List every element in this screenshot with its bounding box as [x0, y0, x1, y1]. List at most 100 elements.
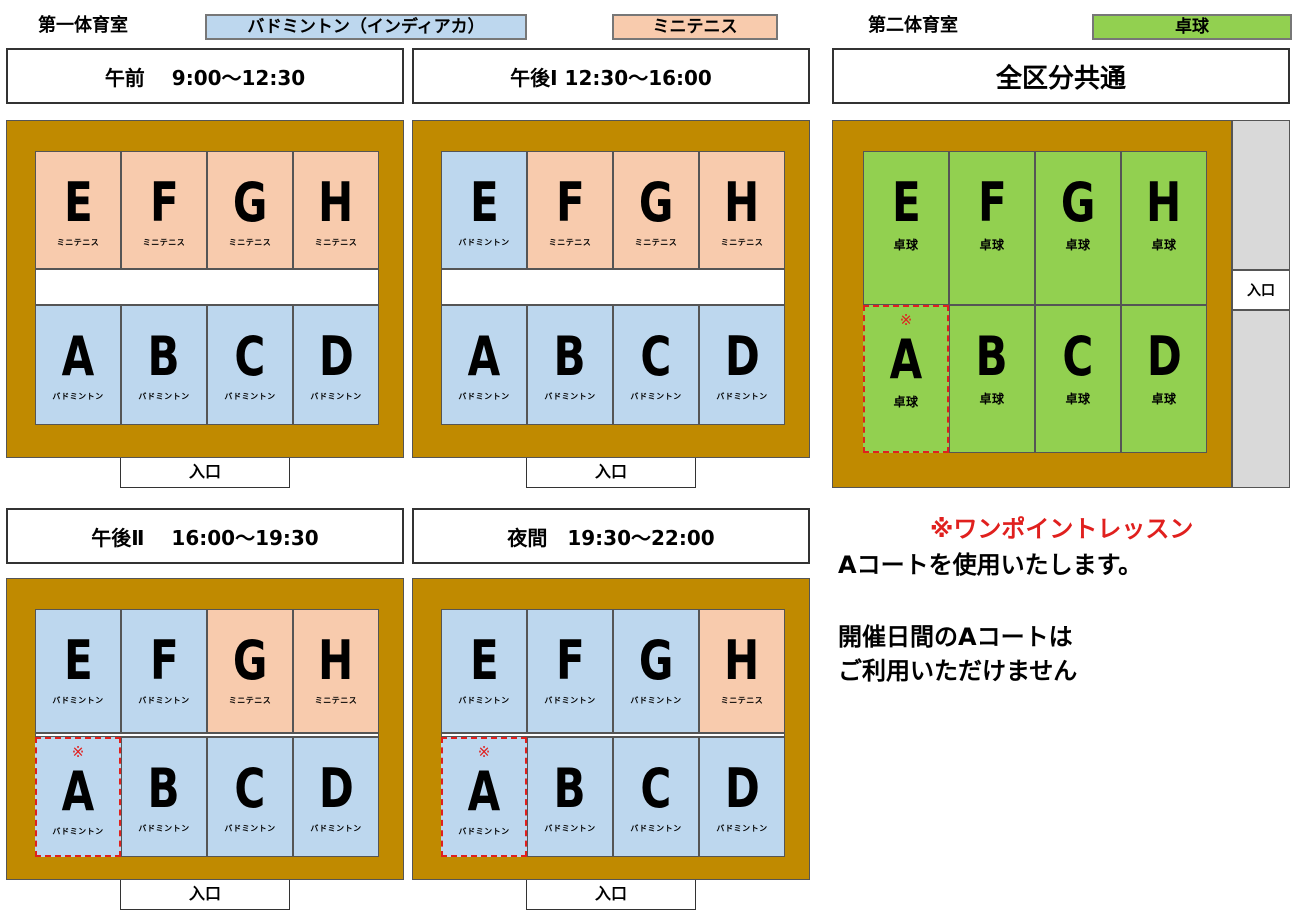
court-letter: F: [555, 171, 585, 234]
entrance-afternoon1: 入口: [526, 458, 696, 488]
court-letter: E: [63, 629, 93, 692]
court-letter: E: [891, 171, 921, 234]
court-c: C バドミントン: [207, 305, 293, 425]
court-letter: B: [975, 325, 1009, 388]
court-f: F バドミントン: [121, 609, 207, 733]
gym2-side-area-bottom: [1232, 310, 1290, 488]
court-sport-label: バドミントン: [310, 824, 362, 833]
court-sport-label: ミニテニス: [720, 696, 764, 705]
court-sport-label: バドミントン: [52, 392, 104, 401]
court-letter: E: [469, 629, 499, 692]
court-sport-label: バドミントン: [310, 392, 362, 401]
court-sport-label: ミニテニス: [56, 238, 100, 247]
court-d: D バドミントン: [293, 737, 379, 857]
panel-title-morning: 午前 9:00～12:30: [6, 48, 404, 104]
court-a: A バドミントン: [441, 305, 527, 425]
court-sport-label: バドミントン: [138, 696, 190, 705]
court-a: A バドミントン: [35, 305, 121, 425]
legend-tabletennis: 卓球: [1092, 14, 1292, 40]
court-c: C バドミントン: [207, 737, 293, 857]
court-sport-label: バドミントン: [458, 696, 510, 705]
court-sport-label: バドミントン: [458, 392, 510, 401]
court-letter: D: [724, 757, 760, 820]
court-sport-label: バドミントン: [224, 392, 276, 401]
court-letter: E: [469, 171, 499, 234]
gym2-side-area-top: [1232, 120, 1290, 270]
court-sport-label: ミニテニス: [548, 238, 592, 247]
court-g: G ミニテニス: [207, 151, 293, 269]
court-sport-label: ミニテニス: [720, 238, 764, 247]
court-letter: D: [318, 325, 354, 388]
court-letter: C: [640, 757, 672, 820]
court-letter: G: [638, 171, 674, 234]
court-letter: C: [1062, 325, 1094, 388]
court-letter: H: [724, 629, 760, 692]
court-sport-label: バドミントン: [138, 392, 190, 401]
court-f: F バドミントン: [527, 609, 613, 733]
court-sport-label: バドミントン: [52, 827, 104, 836]
court-letter: F: [149, 629, 179, 692]
court-h: H ミニテニス: [699, 609, 785, 733]
court-sport-label: 卓球: [893, 395, 919, 409]
court-g: G ミニテニス: [613, 151, 699, 269]
court-sport-label: バドミントン: [716, 392, 768, 401]
lesson-note-line1: ※ワンポイントレッスン: [930, 515, 1194, 543]
court-divider: [441, 733, 785, 737]
court-sport-label: バドミントン: [544, 392, 596, 401]
lesson-mark-icon: ※: [71, 743, 85, 761]
court-e: E バドミントン: [441, 609, 527, 733]
court-letter: H: [724, 171, 760, 234]
gym1-label: 第一体育室: [38, 15, 128, 36]
court-letter: C: [234, 325, 266, 388]
court-sport-label: 卓球: [979, 238, 1005, 252]
court-sport-label: 卓球: [1065, 238, 1091, 252]
court-letter: B: [553, 325, 587, 388]
court-letter: F: [555, 629, 585, 692]
court-d: D バドミントン: [293, 305, 379, 425]
court-b: B バドミントン: [527, 305, 613, 425]
court-sport-label: バドミントン: [138, 824, 190, 833]
court-sport-label: ミニテニス: [228, 238, 272, 247]
court-sport-label: バドミントン: [52, 696, 104, 705]
gym2-label: 第二体育室: [868, 15, 958, 36]
court-letter: G: [232, 171, 268, 234]
court-e: E バドミントン: [35, 609, 121, 733]
court-sport-label: ミニテニス: [634, 238, 678, 247]
court-letter: H: [1146, 171, 1182, 234]
court-sport-label: バドミントン: [224, 824, 276, 833]
closed-note-line1: 開催日間のAコートは: [838, 623, 1073, 651]
court-letter: C: [234, 757, 266, 820]
court-sport-label: ミニテニス: [314, 238, 358, 247]
lesson-note-line2: Aコートを使用いたします。: [838, 551, 1143, 579]
court-sport-label: 卓球: [1151, 238, 1177, 252]
court-letter: A: [467, 325, 501, 388]
court-letter: D: [318, 757, 354, 820]
panel-title-night: 夜間 19:30～22:00: [412, 508, 810, 564]
court-letter: C: [640, 325, 672, 388]
court-sport-label: バドミントン: [544, 824, 596, 833]
court-sport-label: バドミントン: [544, 696, 596, 705]
court-letter: G: [638, 629, 674, 692]
court-divider: [441, 269, 785, 305]
closed-note-line2: ご利用いただけません: [838, 657, 1078, 685]
court-letter: F: [977, 171, 1007, 234]
court-letter: A: [61, 325, 95, 388]
court-letter: A: [467, 760, 501, 823]
